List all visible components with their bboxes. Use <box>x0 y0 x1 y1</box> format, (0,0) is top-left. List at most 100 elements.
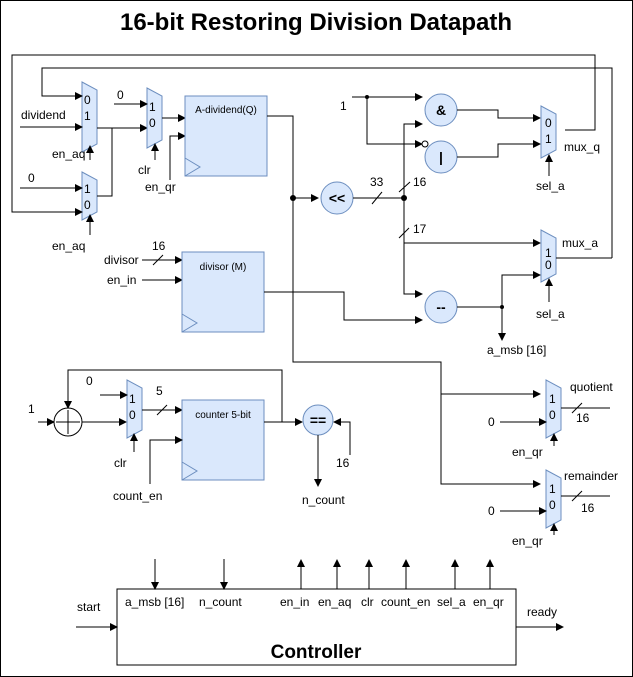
controller-box <box>116 588 517 666</box>
en-qr-label-top: en_qr <box>145 180 176 194</box>
mux-q <box>540 105 557 159</box>
wire-mux-a-feedback <box>11 54 596 216</box>
wire-mux-q-feedback <box>41 67 613 258</box>
subtract-op: -- <box>436 299 446 315</box>
ctrl-out-en-in: en_in <box>280 595 309 609</box>
bus-33-tick <box>371 191 383 205</box>
quotient-label: quotient <box>570 380 613 394</box>
and-op: & <box>436 102 446 118</box>
register-m-clock <box>181 313 198 333</box>
ctrl-out-sel-a: sel_a <box>437 595 466 609</box>
mux-qr-const: 0 <box>117 88 124 102</box>
bus-16-quotient-tick <box>571 402 583 414</box>
mux-aq-bottom-const: 0 <box>28 171 35 185</box>
mux-quotient-const: 0 <box>488 415 495 429</box>
counter-label: counter 5-bit <box>195 410 251 421</box>
en-in-label: en_in <box>107 273 136 287</box>
ctrl-in-a-msb: a_msb [16] <box>125 595 184 609</box>
ctrl-out-en-qr: en_qr <box>473 595 504 609</box>
mux-q-in1: 0 <box>545 116 552 130</box>
mux-counter-in1: 1 <box>129 392 136 406</box>
mux-qr-in1: 1 <box>149 100 156 114</box>
controller-title: Controller <box>271 642 362 663</box>
a-msb-label: a_msb [16] <box>487 343 546 357</box>
mux-aq-top-in2: 1 <box>84 109 91 123</box>
bus-17-tick <box>398 227 410 239</box>
mux-aq-top-in1: 0 <box>84 93 91 107</box>
mux-counter-in2: 0 <box>129 408 136 422</box>
mux-counter-const: 0 <box>86 374 93 388</box>
width-16-quotient: 16 <box>576 411 590 425</box>
wire-en-qr-top <box>169 132 186 180</box>
start-label: start <box>77 600 101 614</box>
mux-a-in1: 1 <box>545 246 552 260</box>
mux-a-label: mux_a <box>562 236 598 250</box>
wire-count-en <box>149 436 183 484</box>
mux-remainder-in1: 1 <box>549 482 556 496</box>
shift-op: << <box>329 190 345 206</box>
wire-shift-to-and <box>403 120 423 198</box>
divisor-label: divisor <box>104 253 139 267</box>
register-a-label: A-dividend(Q) <box>195 105 257 116</box>
remainder-label: remainder <box>564 469 618 483</box>
ctrl-out-count-en: count_en <box>381 595 430 609</box>
register-a <box>184 95 268 177</box>
mux-q-label: mux_q <box>564 140 600 154</box>
mux-counter <box>126 379 143 439</box>
ctrl-in-n-count: n_count <box>199 595 242 609</box>
width-33: 33 <box>370 175 384 189</box>
register-m <box>181 251 265 333</box>
mux-aq-bottom-in2: 0 <box>84 198 91 212</box>
wire-sub-to-mux-a <box>457 271 541 308</box>
ready-label: ready <box>527 605 557 619</box>
counter-in-one: 1 <box>28 402 35 416</box>
mux-remainder-in2: 0 <box>549 498 556 512</box>
width-17: 17 <box>413 222 427 236</box>
wire-aq2-join <box>97 128 113 197</box>
wire-16-to-eq <box>333 418 351 455</box>
bus-5-tick <box>156 404 168 416</box>
mux-q-in2: 1 <box>545 132 552 146</box>
eq-op: == <box>310 412 326 428</box>
width-16-shift: 16 <box>413 175 427 189</box>
or-op: | <box>439 149 443 165</box>
wire-shift-to-sub <box>403 198 423 298</box>
mux-quotient-sel: en_qr <box>512 445 543 459</box>
wire-const1-or <box>366 97 423 148</box>
or-invert-bubble <box>421 140 429 148</box>
register-m-label: divisor (M) <box>200 262 247 273</box>
width-5: 5 <box>156 384 163 398</box>
mux-quotient-in2: 0 <box>549 408 556 422</box>
wire-and-to-mux-q <box>457 109 541 122</box>
width-16-remainder: 16 <box>581 501 595 515</box>
ctrl-out-en-aq: en_aq <box>318 595 351 609</box>
mux-remainder-sel: en_qr <box>512 534 543 548</box>
mux-qr-in2: 0 <box>149 116 156 130</box>
counter-clock <box>181 461 198 481</box>
mux-aq-bottom <box>81 171 98 221</box>
count-en-label: count_en <box>113 489 162 503</box>
bus-16-remainder-tick <box>571 490 583 502</box>
wire-a-to-remainder <box>292 198 541 488</box>
bus-16-tick <box>398 181 411 193</box>
mux-quotient-in1: 1 <box>549 392 556 406</box>
mux-aq-bottom-sel: en_aq <box>52 239 85 253</box>
mux-a-sel: sel_a <box>536 307 565 321</box>
wire-or-to-mux-q <box>457 140 541 158</box>
mux-aq-top-sel: en_aq <box>52 147 85 161</box>
counter-clr: clr <box>114 456 127 470</box>
mux-q-sel: sel_a <box>536 179 565 193</box>
bus-16-divisor-tick <box>152 254 164 266</box>
register-a-clock <box>184 157 201 177</box>
mux-aq-bottom-in1: 1 <box>84 182 91 196</box>
mux-remainder-const: 0 <box>488 504 495 518</box>
ctrl-out-clr: clr <box>361 595 374 609</box>
mux-a <box>540 229 557 283</box>
mux-qr <box>146 87 163 149</box>
n-count-label: n_count <box>302 493 345 507</box>
dividend-label: dividend <box>21 108 66 122</box>
mux-a-in2: 0 <box>545 258 552 272</box>
clr-label-top: clr <box>138 163 151 177</box>
